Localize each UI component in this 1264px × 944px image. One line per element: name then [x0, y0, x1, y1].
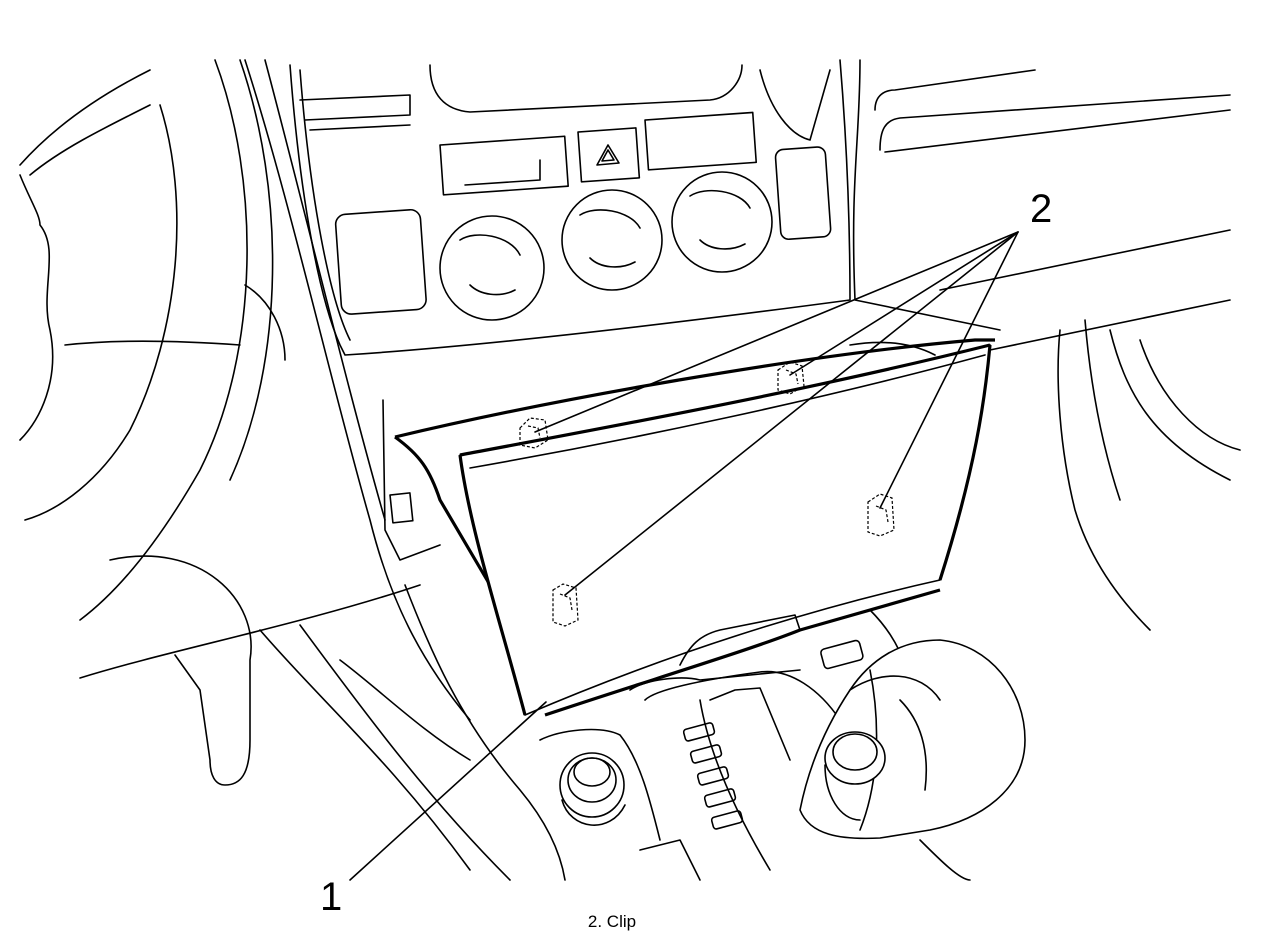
- clip-right: [867, 493, 895, 537]
- figure-caption: 2. Clip: [587, 912, 637, 931]
- center-stack-bezel: [289, 59, 851, 356]
- right-dashboard: [852, 59, 1241, 631]
- storage-compartment: [394, 338, 995, 717]
- side-trim: [382, 399, 441, 561]
- steering-wheel: [19, 59, 286, 786]
- clip-center-top: [777, 361, 805, 395]
- accessory-knob: [559, 752, 626, 826]
- callout-2: 2: [1030, 187, 1052, 231]
- clip-left-bottom: [552, 583, 579, 627]
- clip-left-top: [519, 417, 549, 449]
- callout-1: 1: [320, 875, 342, 919]
- shift-lever: [799, 639, 1026, 840]
- hazard-button: [577, 127, 641, 183]
- lower-dash-panel: [79, 59, 566, 881]
- control-panel: [334, 111, 832, 315]
- climate-knobs: [439, 171, 773, 321]
- shifter-console: [539, 609, 971, 881]
- leader-lines: [349, 231, 1019, 881]
- clips: [519, 361, 895, 627]
